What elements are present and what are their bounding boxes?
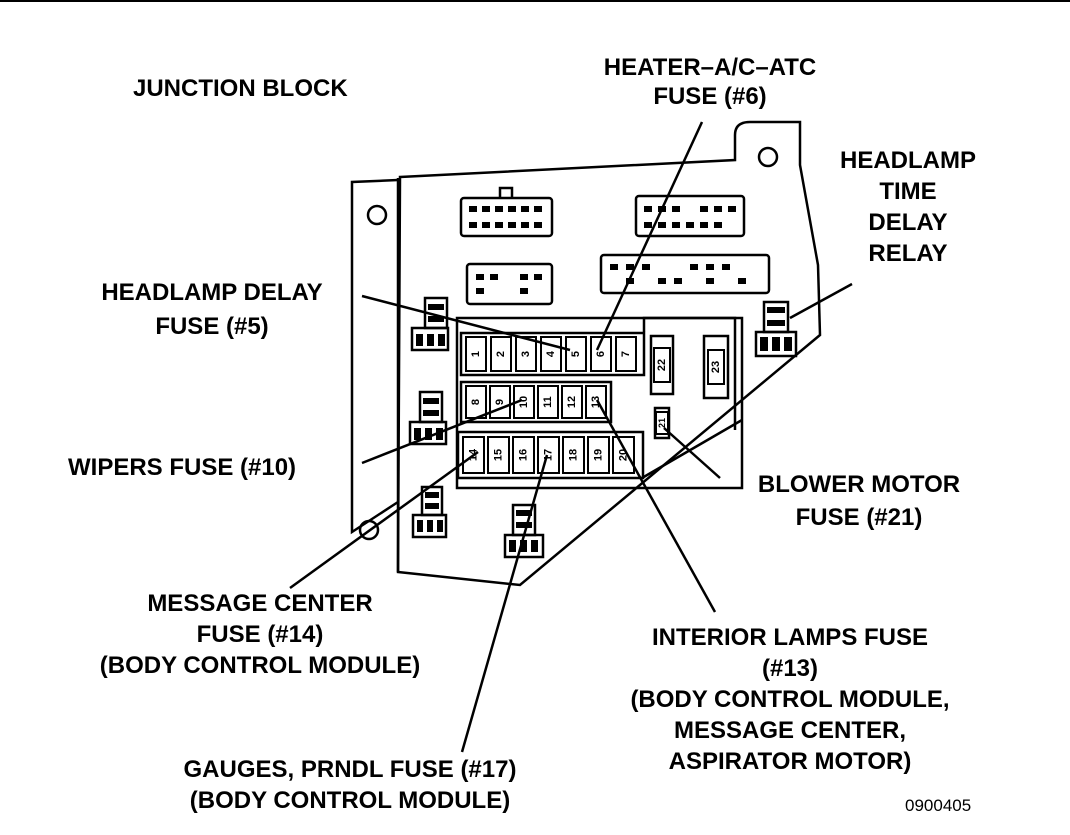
headlamp-delay-fuse-label: HEADLAMP DELAY FUSE (#5) [101,279,323,340]
fuse-11: 11 [537,385,559,419]
leader-message-center-fuse-14 [289,450,479,590]
fuse-11-body [537,385,559,419]
fuse-18-body [562,436,585,474]
leader-headlamp-delay-fuse-5 [361,294,571,352]
fuse-19-label: 19 [593,449,605,461]
fuse-3: 3 [515,336,537,372]
fuse-13-body [585,385,607,419]
fuse-9-label: 9 [494,399,506,405]
block-outline [396,120,822,587]
fuse-6: 6 [590,336,612,372]
fuse-15-label: 15 [493,449,505,461]
gauges-prndl-fuse-label: GAUGES, PRNDL FUSE (#17) (BODY CONTROL M… [183,756,517,814]
leader-blower-fuse-21 [663,427,721,479]
fuse-23-body [707,349,725,385]
maxi-fuse-23 [702,334,730,400]
message-center-fuse-label: MESSAGE CENTER FUSE (#14) (BODY CONTROL … [99,590,421,679]
headlamp-time-delay-relay-label: HEADLAMP TIME DELAY RELAY [840,147,976,267]
fuse-17-label: 17 [543,449,555,461]
fuse-22-label: 22 [656,359,668,371]
leader-headlamp-relay [789,282,853,320]
fuse-22-body [653,347,671,383]
fuse-8: 8 [465,385,487,419]
interior-lamps-fuse-label: INTERIOR LAMPS FUSE (#13) (BODY CONTROL … [630,624,950,775]
mounting-hole-bottom-left [358,519,380,541]
heater-ac-atc-label: HEATER–A/C–ATC FUSE (#6) [603,54,817,110]
diagram-title: JUNCTION BLOCK [133,75,348,102]
connector-pins [414,206,792,552]
fuse-2-label: 2 [495,351,507,357]
wipers-fuse-label: WIPERS FUSE (#10) [68,454,297,481]
fuse-19: 19 [587,436,610,474]
blower-motor-fuse-label: BLOWER MOTOR FUSE (#21) [757,471,961,531]
fuse-9: 9 [489,385,511,419]
fuse-7-label: 7 [620,351,632,357]
fuse-row-1-frame [459,331,646,377]
connector-top-right [634,194,746,238]
fuse-6-label: 6 [595,351,607,357]
fuse-1: 1 [465,336,487,372]
relay-left-2 [418,390,444,424]
fuse-15-body [487,436,510,474]
fuse-area-frame [455,316,744,490]
fuse-15: 15 [487,436,510,474]
connector-top-left [459,196,554,238]
fuse-16: 16 [512,436,535,474]
mounting-hole-top-right [757,146,779,168]
headlamp-time-delay-relay [762,300,790,334]
fuse-3-body [515,336,537,372]
fuse-10-label: 10 [518,396,530,408]
fuse-3-label: 3 [520,351,532,357]
fuse-12-body [561,385,583,419]
fuse-row-2-frame [459,380,613,424]
fuse-19-body [587,436,610,474]
fuse-4-label: 4 [545,350,557,357]
fuse-18: 18 [562,436,585,474]
fuse-16-body [512,436,535,474]
fuse-17: 17 [537,436,560,474]
connector-middle-left [465,262,554,306]
mounting-hole-left [366,204,388,226]
leader-gauges-fuse-17 [460,454,549,753]
fuse-1-body [465,336,487,372]
fuse-2: 2 [490,336,512,372]
fuse-12: 12 [561,385,583,419]
maxi-fuse-22 [649,334,675,396]
fuse-7: 7 [615,336,637,372]
fuse-11-label: 11 [542,396,554,408]
fuse-23-label: 23 [710,361,722,373]
fuse-1-label: 1 [470,351,482,357]
leader-interior-lamps-fuse-13 [595,399,717,613]
fuse-18-label: 18 [568,449,580,461]
fuse-23: 23 [707,349,725,385]
fuse-8-label: 8 [470,399,482,405]
fuse-21-label: 21 [657,418,667,428]
left-mounting-tab [350,178,399,535]
fuse-12-label: 12 [566,396,578,408]
fuse-6-body [590,336,612,372]
fuse-5: 5 [565,336,587,372]
fuse-7-body [615,336,637,372]
fuse-22: 22 [653,347,671,383]
fuse-16-label: 16 [518,449,530,461]
leader-wipers-fuse-10 [361,398,523,465]
fuse-2-body [490,336,512,372]
top-border-line [0,0,1070,2]
fuse-5-label: 5 [570,351,582,357]
fuse-row-3-frame [456,430,645,480]
fuse-20-body [612,436,635,474]
leader-heater-fuse-6 [595,121,704,351]
connector-middle-right [599,253,771,295]
fuse-5-body [565,336,587,372]
reference-number: 0900405 [905,796,972,815]
fuse-20: 20 [612,436,635,474]
